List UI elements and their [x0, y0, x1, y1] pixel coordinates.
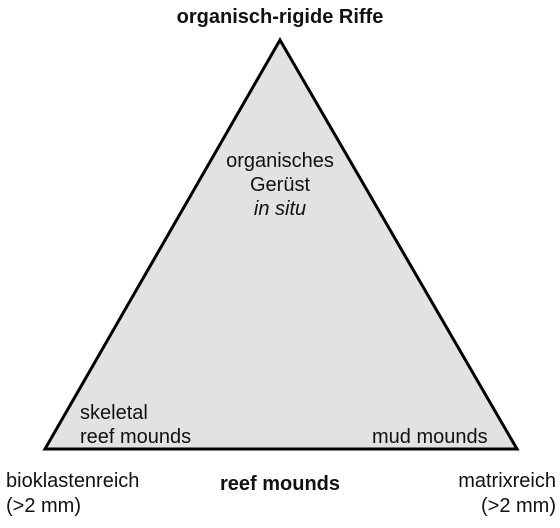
center-label-line-2: Gerüst — [249, 174, 311, 196]
bottom-right-label-line-1: matrixreich — [458, 470, 556, 492]
left-corner-label-line-1: skeletal — [80, 402, 148, 424]
center-label-line-1: organisches — [226, 150, 334, 172]
left-corner-label-line-2: reef mounds — [80, 426, 192, 448]
right-corner-label: mud mounds — [372, 426, 488, 448]
bottom-left-label-line-1: bioklastenreich — [6, 470, 140, 492]
bottom-right-label-line-2: (>2 mm) — [481, 495, 556, 517]
ternary-triangle — [42, 36, 520, 451]
bottom-left-label-line-2: (>2 mm) — [6, 495, 81, 517]
bottom-center-label: reef mounds — [219, 473, 341, 495]
apex-label: organisch-rigide Riffe — [176, 6, 384, 28]
center-label-line-3: in situ — [253, 198, 307, 220]
